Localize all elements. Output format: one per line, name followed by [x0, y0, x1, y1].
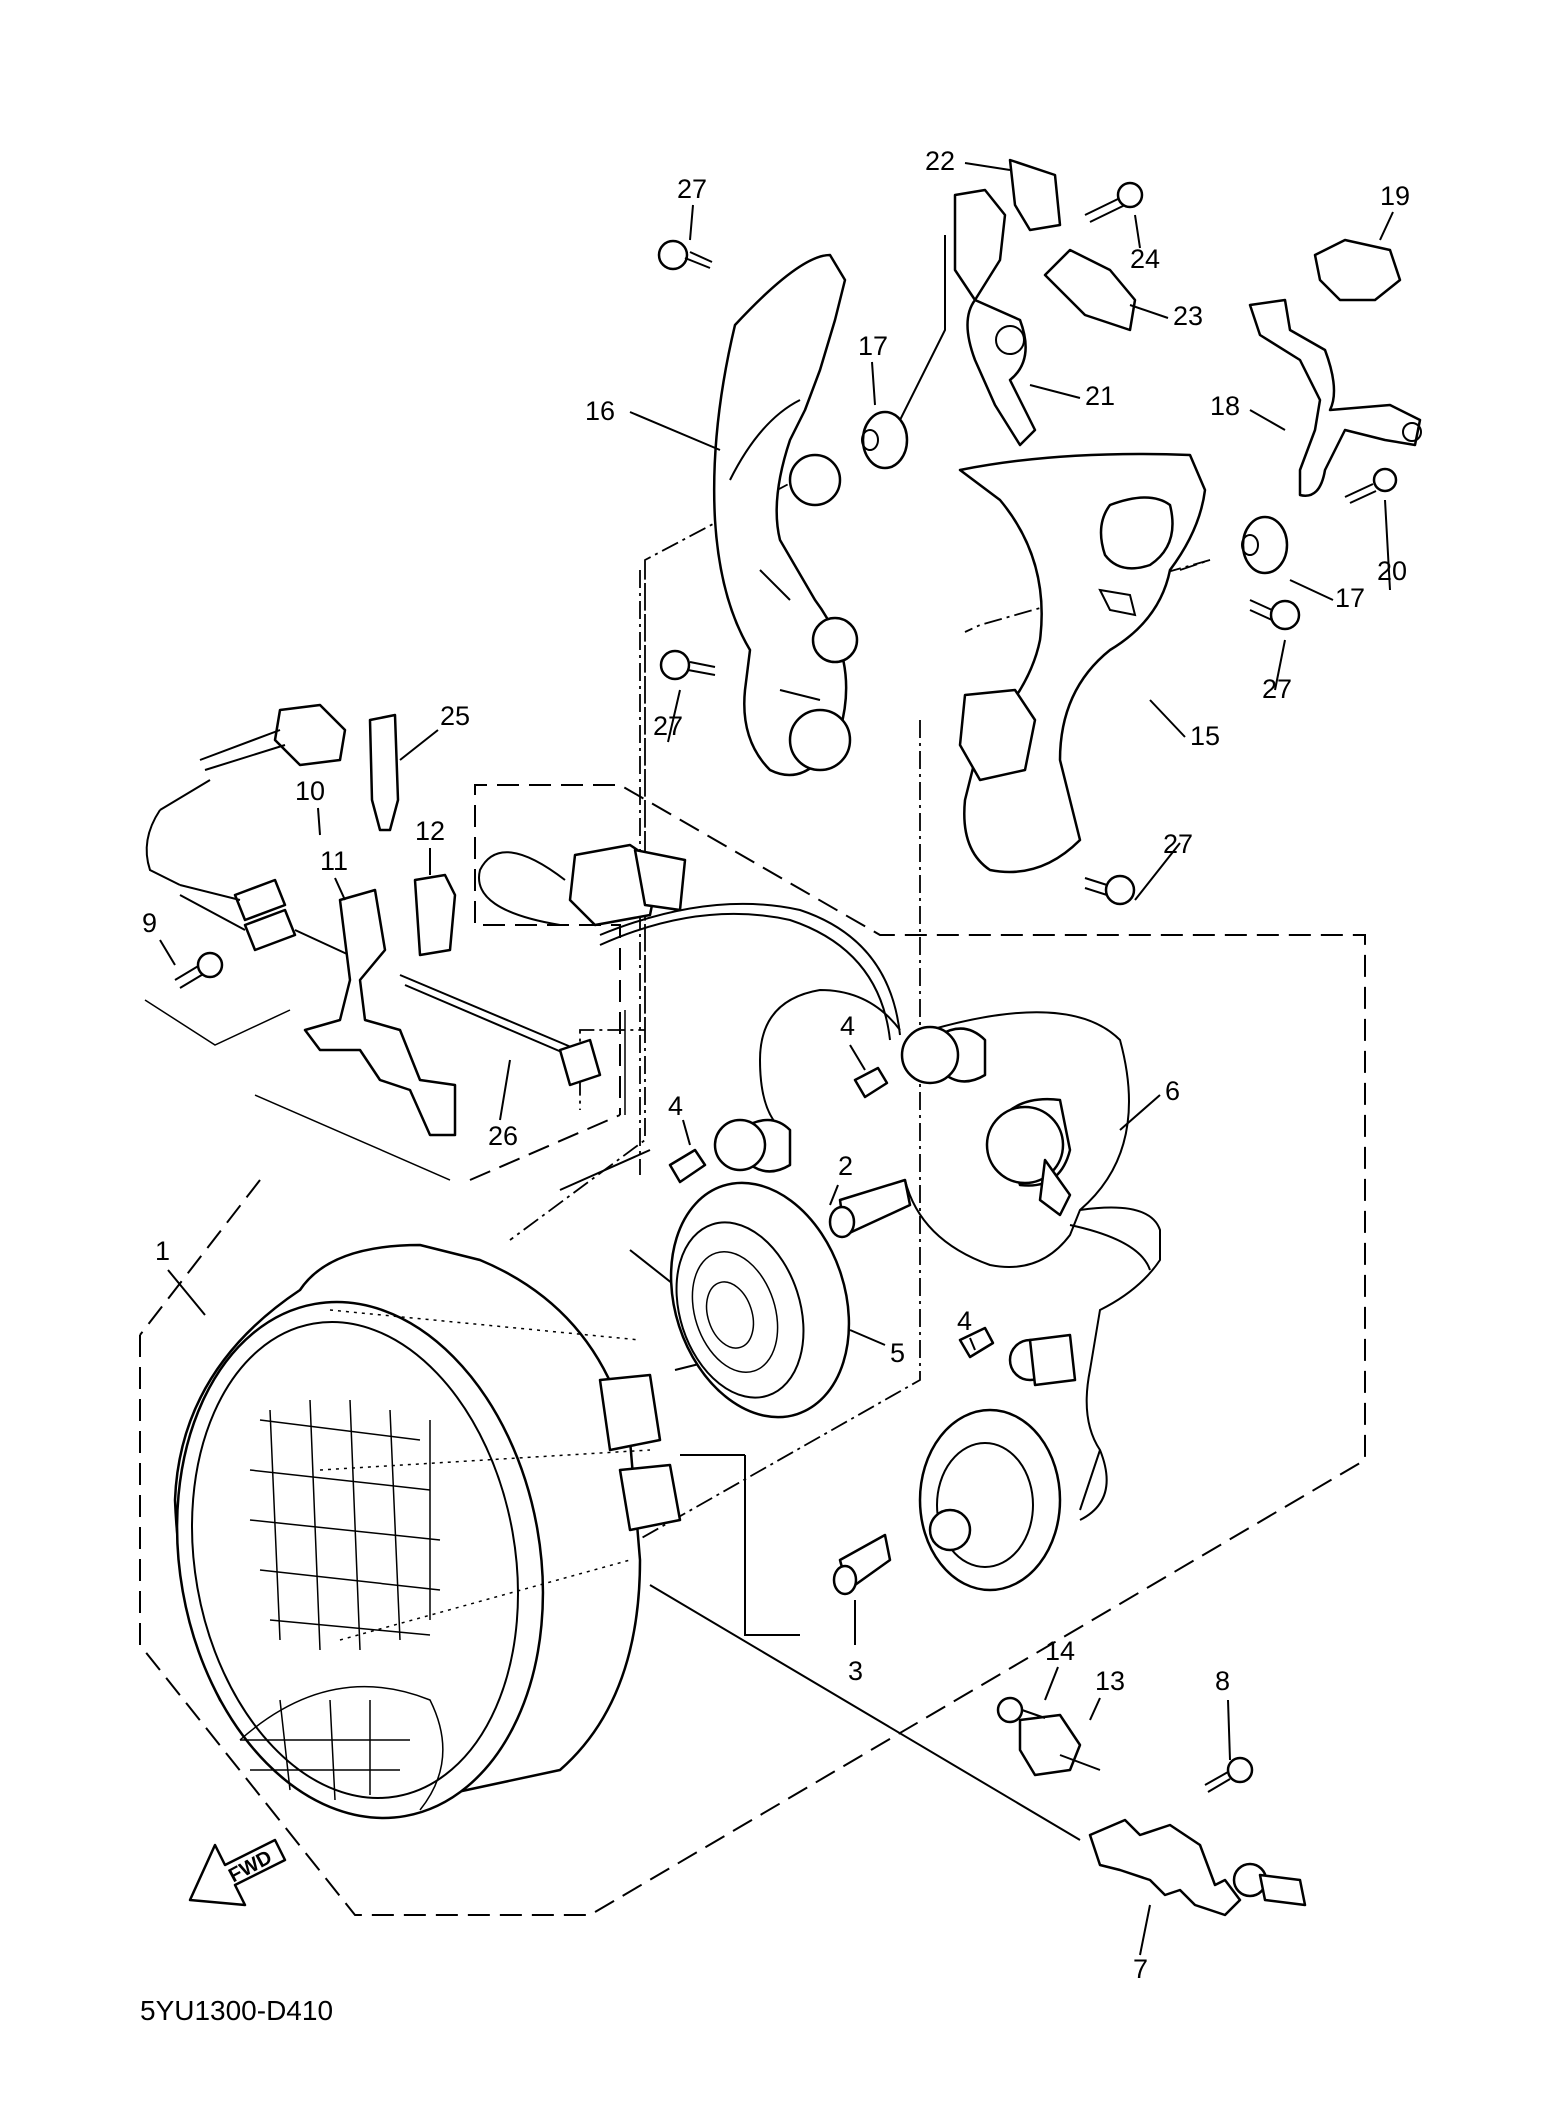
- callout-4a: 4: [668, 1091, 683, 1121]
- hardware: [145, 158, 1422, 1917]
- callout-10: 10: [295, 776, 325, 806]
- callout-18: 18: [1210, 391, 1240, 421]
- callout-20: 20: [1377, 556, 1407, 586]
- callout-22: 22: [925, 146, 955, 176]
- callout-8: 8: [1215, 1666, 1230, 1696]
- callout-21: 21: [1085, 381, 1115, 411]
- callout-4c: 4: [957, 1306, 972, 1336]
- callout-leaders: [159, 162, 1394, 1956]
- callout-14: 14: [1045, 1636, 1075, 1666]
- callout-26: 26: [488, 1121, 518, 1151]
- callout-17b: 17: [1335, 583, 1365, 613]
- upper-harness-wire: [478, 843, 901, 1041]
- fwd-arrow-icon: FWD: [188, 1838, 287, 1907]
- callout-19: 19: [1380, 181, 1410, 211]
- bracket-left: [712, 253, 859, 777]
- bulb-reflector: [669, 1181, 851, 1419]
- callout-25: 25: [440, 701, 470, 731]
- callout-13: 13: [1095, 1666, 1125, 1696]
- callout-12: 12: [415, 816, 445, 846]
- bulbs: [668, 1066, 995, 1596]
- assembly-boundary-lines: [139, 784, 1366, 1916]
- callouts: 1 2 3 4 4 4 5 6 7 8 9 10 11 12 13 14 15 …: [142, 146, 1410, 1984]
- callout-11: 11: [320, 846, 348, 876]
- callout-4b: 4: [840, 1011, 855, 1041]
- headlight-unit: [173, 1243, 682, 1820]
- callout-27a: 27: [677, 174, 707, 204]
- callout-1: 1: [155, 1236, 170, 1266]
- callout-3: 3: [848, 1656, 863, 1686]
- callout-7: 7: [1133, 1954, 1148, 1984]
- callout-17a: 17: [858, 331, 888, 361]
- callout-16: 16: [585, 396, 615, 426]
- callout-2: 2: [838, 1151, 853, 1181]
- callout-24: 24: [1130, 244, 1160, 274]
- socket-harness: [713, 988, 1161, 1592]
- callout-6: 6: [1165, 1076, 1180, 1106]
- callout-27b: 27: [653, 711, 683, 741]
- callout-23: 23: [1173, 301, 1203, 331]
- callout-5: 5: [890, 1338, 905, 1368]
- callout-9: 9: [142, 908, 157, 938]
- bracket-right: [958, 452, 1207, 874]
- diagram-code: 5YU1300-D410: [140, 1995, 333, 2026]
- callout-15: 15: [1190, 721, 1220, 751]
